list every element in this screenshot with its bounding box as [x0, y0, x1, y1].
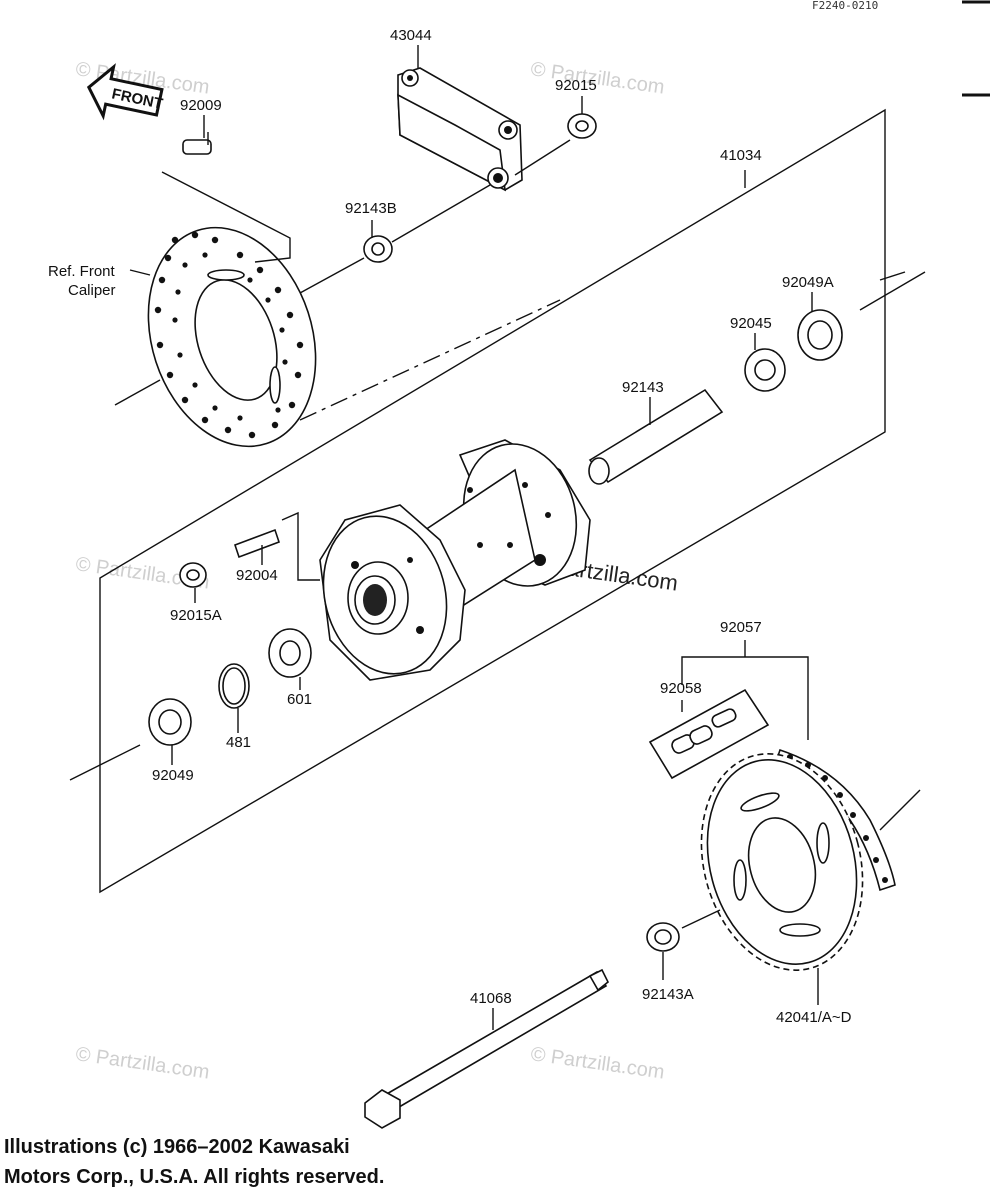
master-link-92058: 92058	[648, 680, 770, 780]
leader-92009-disc	[161, 171, 291, 263]
part-92009-label: 92009	[180, 97, 222, 114]
nut-92015A: 92015A	[170, 562, 222, 624]
bolt-92009: 92009	[180, 97, 222, 155]
collar-92015: 92015	[555, 77, 597, 139]
part-92057-label: 92057	[720, 619, 762, 636]
axle-41068: 41068	[364, 968, 610, 1129]
ref-caliper-label-1: Ref. Front	[48, 263, 116, 280]
part-92058-label: 92058	[660, 680, 702, 697]
part-43044-label: 43044	[390, 27, 432, 44]
part-92143A-label: 92143A	[642, 986, 694, 1003]
rear-hub	[319, 439, 591, 681]
part-41034-label: 41034	[720, 147, 762, 164]
bearing-601: 601	[268, 628, 312, 708]
part-601-label: 601	[287, 691, 312, 708]
part-92143B-label: 92143B	[345, 200, 397, 217]
part-41068-label: 41068	[470, 990, 512, 1007]
caliper-bracket-43044: 43044	[390, 27, 523, 192]
part-92004-label: 92004	[236, 567, 278, 584]
part-42041-label: 42041/A~D	[776, 1009, 852, 1026]
front-arrow-icon: FRONT	[86, 63, 164, 121]
part-92049A-label: 92049A	[782, 274, 834, 291]
leader-92143B-bracket	[391, 184, 491, 243]
axis-line	[879, 271, 906, 281]
sprocket-42041: 42041/A~D	[700, 753, 864, 1026]
leader-92143A	[681, 909, 721, 929]
axis-line	[879, 789, 921, 831]
watermark: © Partzilla.com	[74, 1043, 211, 1084]
part-92045-label: 92045	[730, 315, 772, 332]
watermark: © Partzilla.com	[529, 58, 666, 99]
figure-code: F2240-0210	[812, 0, 878, 12]
leader-92143B	[299, 257, 365, 294]
collar-92143A: 92143A	[642, 922, 694, 1003]
stud-92004: 92004	[233, 528, 281, 584]
copyright-line-2: Motors Corp., U.S.A. All rights reserved…	[4, 1166, 385, 1188]
copyright-line-1: Illustrations (c) 1966–2002 Kawasaki	[4, 1136, 350, 1158]
break-line	[114, 379, 161, 406]
part-92143-label: 92143	[622, 379, 664, 396]
spacer-tube-92143: 92143	[588, 379, 724, 485]
part-92015-label: 92015	[555, 77, 597, 94]
circlip-481: 481	[218, 663, 251, 751]
part-92015A-label: 92015A	[170, 607, 222, 624]
leader-ref-caliper	[129, 269, 151, 276]
leader-92004-hub	[281, 511, 320, 581]
watermark: © Partzilla.com	[529, 1043, 666, 1084]
bearing-92045: 92045	[730, 315, 786, 392]
seal-92049: 92049	[148, 698, 194, 784]
leader-bracket-collar	[514, 139, 571, 176]
brake-disc	[147, 226, 317, 448]
ref-caliper-label-2: Caliper	[68, 282, 116, 299]
axis-line	[69, 744, 141, 781]
collar-92143B: 92143B	[345, 200, 397, 263]
copyright-notice: Illustrations (c) 1966–2002 Kawasaki Mot…	[4, 1132, 604, 1192]
axis-line	[859, 271, 926, 311]
part-481-label: 481	[226, 734, 251, 751]
part-92049-label: 92049	[152, 767, 194, 784]
center-axis	[299, 299, 561, 421]
assembly-box-outline	[99, 108, 886, 894]
bearing-92049A: 92049A	[782, 274, 843, 361]
